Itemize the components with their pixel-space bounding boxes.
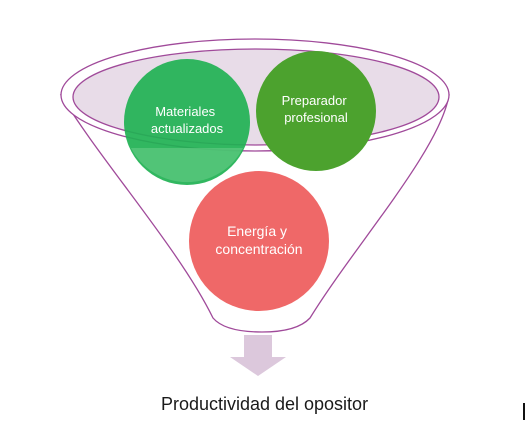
circle-preparador: [256, 51, 376, 171]
down-arrow-icon: [230, 335, 286, 376]
label-energia: Energía y concentración: [215, 223, 302, 257]
text-cursor-mark: [523, 403, 525, 420]
label-materiales: Materiales actualizados: [151, 104, 224, 136]
circle-materiales-lower: [131, 148, 243, 183]
circle-energia: [189, 171, 329, 311]
output-label: Productividad del opositor: [160, 394, 369, 414]
label-preparador: Preparador profesional: [282, 93, 351, 125]
